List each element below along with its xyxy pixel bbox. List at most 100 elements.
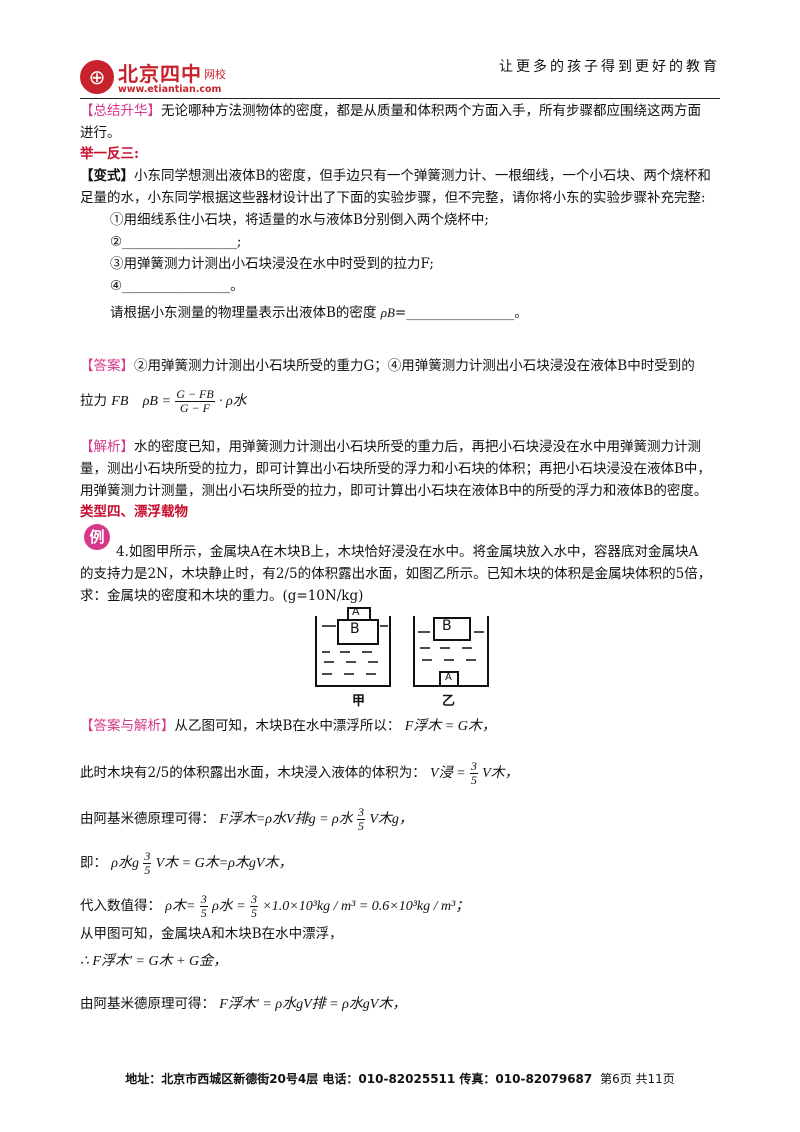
summary-text: 无论哪种方法测物体的密度，都是从质量和体积两个方面入手，所有步骤都应围绕这两方面: [161, 103, 701, 119]
answer-line2: 拉力 FB ρB = G − FB G − F · ρ水: [80, 388, 247, 415]
figure-left-caption: 甲: [352, 694, 366, 709]
solution-s2-frac-num: 3: [469, 759, 478, 774]
header-rule: [80, 98, 720, 99]
solution-s4-text: 即：: [80, 855, 107, 871]
analysis-text: 水的密度已知，用弹簧测力计测出小石块所受的重力后，再把小石块浸没在水中用弹簧测力…: [134, 439, 701, 455]
variant-line2: 足量的水，小东同学根据这些器材设计出了下面的实验步骤，但不完整，请你将小东的实验…: [80, 190, 706, 206]
water-left: [322, 625, 388, 675]
solution-s1-math: F浮木 = G木，: [404, 719, 496, 734]
answer-formula-num: G − FB: [175, 387, 215, 402]
logo-icon: ⊕: [80, 60, 114, 94]
answer-line2-prefix: 拉力: [80, 393, 107, 409]
answer-text: ②用弹簧测力计测出小石块所受的重力G；④用弹簧测力计测出小石块浸没在液体B中时受…: [134, 358, 695, 374]
solution-s3-frac-den: 5: [358, 819, 365, 833]
logo-name: 北京四中: [118, 62, 202, 86]
logo-sub: 网校: [204, 68, 226, 81]
variant-step3: ③用弹簧测力计测出小石块浸没在水中时受到的拉力F;: [110, 256, 434, 272]
section-title: 举一反三:: [80, 146, 139, 162]
container-left: [315, 607, 391, 687]
answer-formula-den: G − F: [179, 401, 210, 415]
variant-ask-text: 请根据小东测量的物理量表示出液体B的密度: [110, 305, 377, 321]
answer-tag: 【答案】: [80, 358, 134, 374]
solution-step7: ∴ F浮木′ = G木 + G金，: [80, 954, 228, 969]
variant-step4: ④________________。: [110, 278, 244, 294]
solution-s5-frac-b-num: 3: [250, 892, 259, 907]
solution-s4-math-pre: ρ水g: [111, 856, 140, 871]
variant-ask-blank: =________________。: [394, 305, 528, 321]
analysis-line2: 量，测出小石块所受的拉力，即可计算出小石块所受的浮力和小石块的体积；再把小石块浸…: [80, 461, 711, 477]
summary-line2: 进行。: [80, 125, 121, 141]
solution-s2-text: 此时木块有2/5的体积露出水面，木块浸入液体的体积为：: [80, 765, 426, 781]
solution-s3-frac-num: 3: [357, 805, 366, 820]
solution-s2-math-post: V木，: [482, 766, 519, 781]
example-line3: 求：金属块的密度和木块的重力。(g=10N/kg): [80, 588, 364, 604]
solution-tag: 【答案与解析】: [80, 718, 175, 734]
solution-s4-frac-den: 5: [144, 863, 151, 877]
footer: 地址：北京市西城区新德街20号4层 电话：010-82025511 传真：010…: [0, 1070, 800, 1087]
variant-ask: 请根据小东测量的物理量表示出液体B的密度 ρB=________________…: [110, 303, 528, 323]
container-right: [413, 616, 489, 687]
water-right: [418, 631, 484, 661]
answer-formula-tail: · ρ水: [218, 394, 247, 409]
solution-step8: 由阿基米德原理可得： F浮木′ = ρ水gV排 = ρ水gV木，: [80, 994, 406, 1015]
figure-left-b: B: [350, 621, 360, 637]
solution-s5-frac-b-den: 5: [251, 906, 258, 920]
analysis-tag: 【解析】: [80, 439, 134, 455]
summary-tag: 【总结升华】: [80, 103, 161, 119]
solution-s2-frac-den: 5: [470, 773, 477, 787]
figure-right-a: A: [445, 672, 452, 683]
answer-line1: 【答案】②用弹簧测力计测出小石块所受的重力G；④用弹簧测力计测出小石块浸没在液体…: [80, 356, 695, 376]
solution-s1-text: 从乙图可知，木块B在水中漂浮所以：: [174, 718, 401, 734]
answer-formula-fraction: G − FB G − F: [175, 387, 215, 415]
answer-fb: FB: [111, 394, 129, 409]
solution-s4-frac-num: 3: [143, 849, 152, 864]
solution-s2-math-pre: V浸 =: [430, 766, 466, 781]
solution-s4-math-post: V木 = G木=ρ木gV木，: [155, 856, 293, 871]
solution-s5-math-pre: ρ木=: [165, 899, 196, 914]
variant-tag: 【变式】: [80, 168, 134, 184]
variant-step2: ②_________________;: [110, 234, 242, 250]
solution-s5-math-mid: ρ水 =: [212, 899, 246, 914]
footer-address: 地址：北京市西城区新德街20号4层 电话：010-82025511 传真：010…: [125, 1072, 593, 1086]
solution-s5-frac-a-num: 3: [199, 892, 208, 907]
solution-step6: 从甲图可知，金属块A和木块B在水中漂浮，: [80, 926, 343, 942]
variant-step1: ①用细线系住小石块，将适量的水与液体B分别倒入两个烧杯中;: [110, 212, 489, 228]
footer-page: 第6页 共11页: [600, 1072, 675, 1086]
analysis-line1: 【解析】水的密度已知，用弹簧测力计测出小石块所受的重力后，再把小石块浸没在水中用…: [80, 437, 701, 457]
summary-line1: 【总结升华】无论哪种方法测物体的密度，都是从质量和体积两个方面入手，所有步骤都应…: [80, 101, 701, 121]
solution-s5-frac-a-den: 5: [200, 906, 207, 920]
figure-left-a: A: [352, 605, 360, 618]
solution-s3-math-pre: F浮木=ρ水V排g = ρ水: [219, 812, 353, 827]
solution-s3-text: 由阿基米德原理可得：: [80, 811, 215, 827]
solution-s5-math-post: ×1.0×10³kg / m³ = 0.6×10³kg / m³；: [262, 899, 470, 914]
solution-s8-text: 由阿基米德原理可得：: [80, 996, 215, 1012]
logo-url: www.etiantian.com: [118, 84, 222, 95]
header: ⊕ 北京四中 网校 www.etiantian.com 让更多的孩子得到更好的教…: [80, 56, 720, 100]
example-line1: 4.如图甲所示，金属块A在木块B上，木块恰好浸没在水中。将金属块放入水中，容器底…: [116, 544, 699, 560]
analysis-line3: 用弹簧测力计测量，测出小石块所受的拉力，即可计算出小石块在液体B中的所受的浮力和…: [80, 483, 708, 499]
variant-line1: 【变式】小东同学想测出液体B的密度，但手边只有一个弹簧测力计、一根细线，一个小石…: [80, 166, 711, 186]
variant-text: 小东同学想测出液体B的密度，但手边只有一个弹簧测力计、一根细线，一个小石块、两个…: [134, 168, 711, 184]
solution-s5-text: 代入数值得：: [80, 898, 161, 914]
example-badge: 例: [84, 524, 110, 550]
type-title: 类型四、漂浮载物: [80, 504, 188, 520]
figure-right-caption: 乙: [442, 694, 456, 709]
example-line2: 的支持力是2N，木块静止时，有2/5的体积露出水面，如图乙所示。已知木块的体积是…: [80, 566, 712, 582]
answer-formula-lhs: ρB =: [142, 394, 171, 409]
figure-containers: [315, 607, 489, 687]
solution-step1: 【答案与解析】从乙图可知，木块B在水中漂浮所以： F浮木 = G木，: [80, 716, 496, 737]
figure-right-b: B: [442, 618, 452, 634]
slogan: 让更多的孩子得到更好的教育: [499, 59, 720, 75]
solution-s8-math: F浮木′ = ρ水gV排 = ρ水gV木，: [219, 997, 407, 1012]
variant-ask-symbol: ρB: [380, 305, 395, 320]
solution-s3-math-post: V木g，: [369, 812, 413, 827]
